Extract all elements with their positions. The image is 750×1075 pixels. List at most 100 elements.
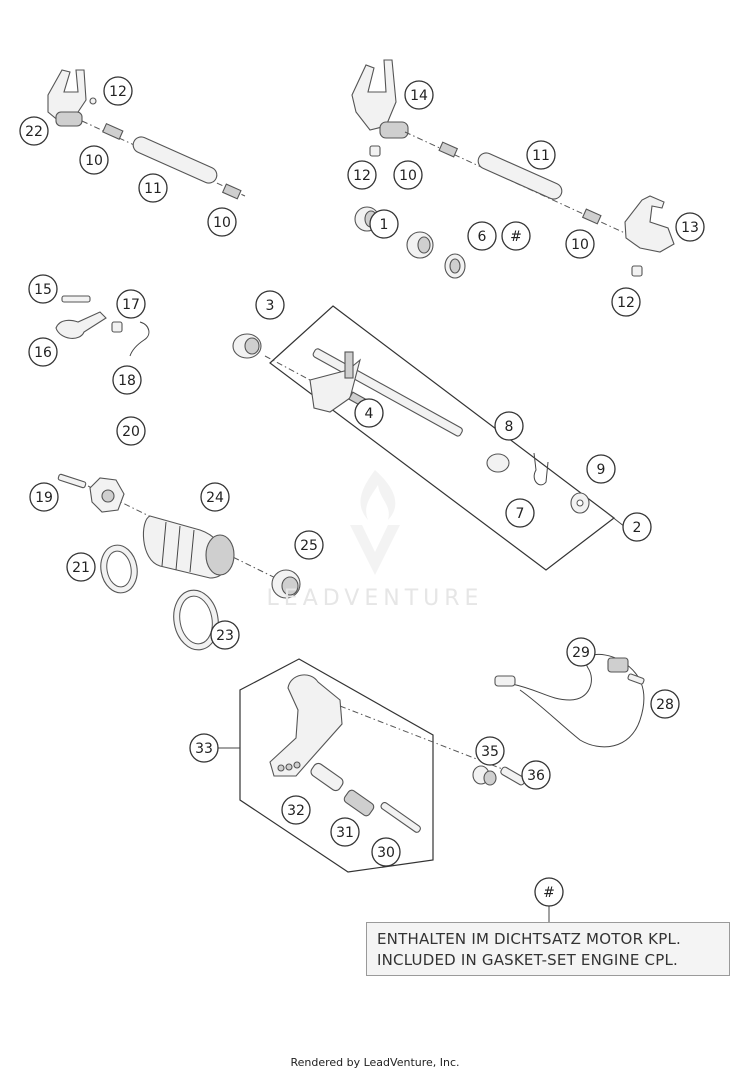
callout-hash[interactable]: # — [534, 877, 564, 907]
callout-number: 32 — [287, 803, 305, 819]
callout-number: 4 — [365, 406, 374, 422]
callout-24[interactable]: 24 — [200, 482, 230, 512]
watermark-text: LEADVENTURE — [266, 586, 484, 611]
callout-25[interactable]: 25 — [294, 530, 324, 560]
callout-circle — [404, 80, 434, 110]
callout-number: 15 — [34, 282, 52, 298]
callout-18[interactable]: 18 — [112, 365, 142, 395]
callout-7[interactable]: 7 — [505, 498, 535, 528]
callout-circle — [207, 207, 237, 237]
callout-19[interactable]: 19 — [29, 482, 59, 512]
callout-33[interactable]: 33 — [189, 733, 219, 763]
callout-9[interactable]: 9 — [586, 454, 616, 484]
guide-3 — [232, 333, 262, 359]
callout-14[interactable]: 14 — [404, 80, 434, 110]
callout-12[interactable]: 12 — [103, 76, 133, 106]
callout-30[interactable]: 30 — [371, 837, 401, 867]
ball-12b — [631, 265, 643, 277]
callout-15[interactable]: 15 — [28, 274, 58, 304]
callout-circle — [526, 140, 556, 170]
callout-36[interactable]: 36 — [521, 760, 551, 790]
callout-number: 30 — [377, 845, 395, 861]
callout-number: 19 — [35, 490, 53, 506]
callout-number: 20 — [122, 424, 140, 440]
bearing-23 — [173, 589, 219, 651]
callout-number: 7 — [516, 506, 525, 522]
callout-number: 8 — [505, 419, 514, 435]
callout-4[interactable]: 4 — [354, 398, 384, 428]
callout-28[interactable]: 28 — [650, 689, 680, 719]
callout-circle — [138, 173, 168, 203]
callout-number: 11 — [144, 181, 162, 197]
callout-31[interactable]: 31 — [330, 817, 360, 847]
callout-6[interactable]: 6 — [467, 221, 497, 251]
callout-1[interactable]: 1 — [369, 209, 399, 239]
callout-13[interactable]: 13 — [675, 212, 705, 242]
callout-circle — [534, 877, 564, 907]
callout-circle — [189, 733, 219, 763]
callout-circle — [393, 160, 423, 190]
callout-number: # — [543, 885, 555, 901]
callout-number: 16 — [34, 345, 52, 361]
callout-10[interactable]: 10 — [565, 229, 595, 259]
callout-circle — [521, 760, 551, 790]
callout-35[interactable]: 35 — [475, 736, 505, 766]
shift-lever-33 — [269, 674, 343, 777]
callout-10[interactable]: 10 — [207, 207, 237, 237]
bolt-28 — [627, 673, 645, 685]
callout-circle — [501, 221, 531, 251]
callout-12[interactable]: 12 — [611, 287, 641, 317]
callout-circle — [475, 736, 505, 766]
callout-circle — [622, 512, 652, 542]
shift-fork-14 — [351, 59, 409, 139]
callout-circle — [505, 498, 535, 528]
callout-11[interactable]: 11 — [138, 173, 168, 203]
callout-circle — [210, 620, 240, 650]
callout-circle — [200, 482, 230, 512]
callout-10[interactable]: 10 — [79, 145, 109, 175]
callout-number: 1 — [380, 217, 389, 233]
sleeve-32 — [310, 762, 344, 792]
callout-circle — [19, 116, 49, 146]
callout-number: 35 — [481, 744, 499, 760]
callout-circle — [611, 287, 641, 317]
callout-number: 33 — [195, 741, 213, 757]
shift-fork-13 — [624, 195, 675, 253]
callout-number: 12 — [617, 295, 635, 311]
callout-number: 24 — [206, 490, 224, 506]
callout-11[interactable]: 11 — [526, 140, 556, 170]
callout-8[interactable]: 8 — [494, 411, 524, 441]
callout-number: 36 — [527, 768, 545, 784]
callout-21[interactable]: 21 — [66, 552, 96, 582]
callout-23[interactable]: 23 — [210, 620, 240, 650]
callout-number: 10 — [85, 153, 103, 169]
note-line-german: ENTHALTEN IM DICHTSATZ MOTOR KPL. — [377, 930, 681, 948]
callout-12[interactable]: 12 — [347, 160, 377, 190]
callout-2[interactable]: 2 — [622, 512, 652, 542]
callout-22[interactable]: 22 — [19, 116, 49, 146]
callout-29[interactable]: 29 — [566, 637, 596, 667]
callout-hash[interactable]: # — [501, 221, 531, 251]
callout-32[interactable]: 32 — [281, 795, 311, 825]
shaft-11b — [477, 152, 563, 200]
callout-17[interactable]: 17 — [116, 289, 146, 319]
callout-circle — [650, 689, 680, 719]
callout-circle — [66, 552, 96, 582]
callout-number: 13 — [681, 220, 699, 236]
spring-10c — [438, 141, 459, 158]
spring-10b — [221, 183, 242, 200]
callout-3[interactable]: 3 — [255, 290, 285, 320]
callout-number: 10 — [213, 215, 231, 231]
callout-number: 3 — [266, 298, 275, 314]
assembly-frame-2 — [269, 305, 615, 571]
bolt-30 — [380, 801, 421, 833]
callout-20[interactable]: 20 — [116, 416, 146, 446]
callout-circle — [369, 209, 399, 239]
shift-drum-cam-20 — [89, 477, 125, 513]
callout-10[interactable]: 10 — [393, 160, 423, 190]
callout-circle — [112, 365, 142, 395]
callout-16[interactable]: 16 — [28, 337, 58, 367]
assembly-frame-33 — [239, 658, 434, 873]
callout-number: 10 — [399, 168, 417, 184]
